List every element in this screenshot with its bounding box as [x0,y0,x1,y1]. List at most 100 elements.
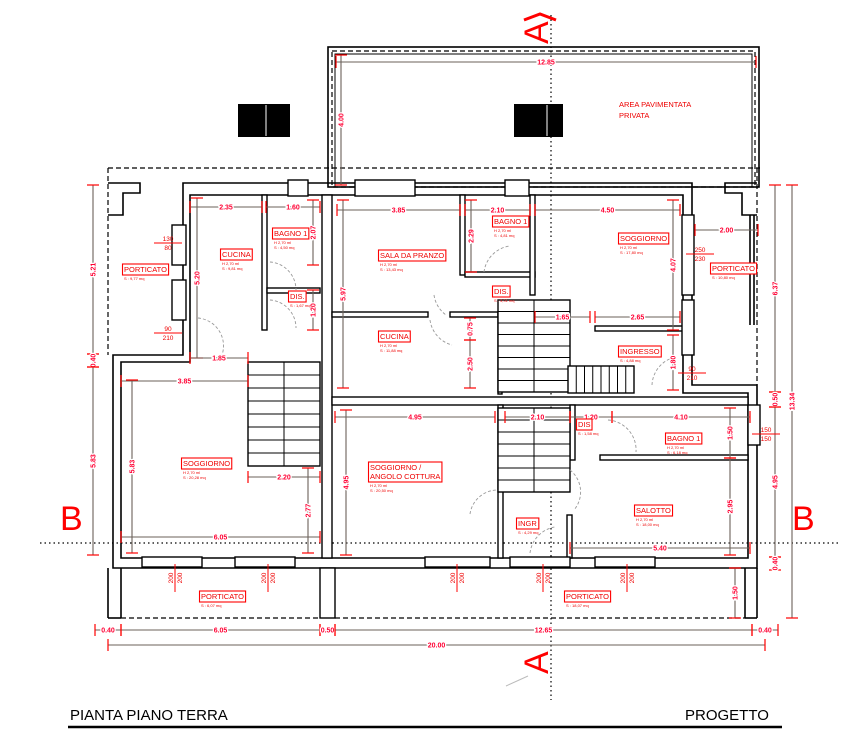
section-arrow [505,675,529,687]
dimension-label: 2.95 [728,500,735,514]
dimension-label: 2.29 [469,229,476,243]
room-area: S : 18,00 mq [636,522,659,527]
room-name: PORTICATO [566,592,609,601]
dimension-label: 1.85 [212,356,226,363]
room-label: CUCINA H 2,70 mlS : 11,88 mq [377,330,411,353]
opening-width: 200 [450,572,457,583]
dimension: 2.65 [594,311,681,323]
drawing-status: PROGETTO [685,707,769,724]
dimension-label: 4.95 [408,415,422,422]
opening-height: 200 [459,572,466,583]
room-height: H 2,70 ml [380,262,397,267]
dimension: 12.85 [335,56,757,68]
room-name: SOGGIORNO [620,234,667,243]
room-name: ANGOLO COTTURA [370,472,440,481]
dimension: 5.97 [337,199,349,389]
dimension-label: 5.20 [195,271,202,285]
dimension-label: 1.80 [671,356,678,370]
dimension: 2.35 [189,201,263,213]
room-area: S : 20,50 mq [370,488,393,493]
room-area: S : 9,77 mq [124,276,144,281]
room-name: PORTICATO [712,264,755,273]
staircase-middle-lower [497,407,571,493]
room-area: S : 4,29 mq [518,530,538,535]
private-area-label: AREA PAVIMENTATA [619,100,691,109]
dimension-label: 2.77 [306,504,313,518]
dimension: 6.05 [120,624,321,636]
dimension: 13.34 [786,184,798,619]
room-area: S : 3,31 mq [494,298,514,303]
dimension: 2.20 [247,471,321,483]
dimension-label: 1.20 [311,303,318,317]
section-label-b-left: B [60,500,83,538]
dimension-label: 5.83 [130,460,137,474]
dimension: 4.95 [334,411,496,423]
skylight-block [514,104,563,137]
dimension-label: 1.50 [728,426,735,440]
room-area: S : 9,81 mq [222,266,242,271]
opening-height: 200 [629,572,636,583]
room-area: S : 10,80 mq [712,275,735,280]
dimension-label: 0.40 [101,628,115,635]
dimension-label: 12.85 [537,60,555,67]
opening-width: 200 [536,572,543,583]
opening-height: 200 [270,572,277,583]
dimension: 4.07 [667,199,679,331]
room-label: DIS.S : 3,31 mq [491,285,514,303]
dimension: 3.85 [120,375,249,387]
room-name: SOGGIORNO / [370,463,422,472]
opening-height: 230 [695,256,706,263]
dimension-label: 1.20 [584,415,598,422]
dimension: 0.40 [87,352,99,369]
dimension-label: 5.97 [341,287,348,301]
dimension: 2.50 [464,339,476,389]
dimension: 2.07 [307,199,319,266]
section-label-a-bottom: A [518,651,556,674]
room-label: BAGNO 1H 2,70 mlS : 4,81 mq [491,215,530,238]
dimension: 12.65 [334,624,753,636]
room-name: CUCINA [380,332,409,341]
dimension-label: 0.40 [758,628,772,635]
dimension: 2.95 [724,457,736,556]
room-height: H 2,70 ml [370,483,387,488]
room-height: H 2,70 ml [494,228,511,233]
opening-width: 250 [695,247,706,254]
opening-width: 150 [761,427,772,434]
dimension: 2.29 [465,199,477,273]
room-name: BAGNO 1 [494,217,527,226]
dimension-label: 2.07 [311,226,318,240]
dimension: 0.50 [319,624,336,636]
dimension: 2.00 [694,224,759,236]
dimension-label: 0.40 [91,354,98,368]
dimension-label: 1.50 [733,586,740,600]
drawing-title: PIANTA PIANO TERRA [70,707,228,724]
windows [141,179,761,568]
room-area: S : 11,88 mq [380,348,402,353]
room-name: PORTICATO [201,592,244,601]
porch-bottom [107,567,758,619]
dimension: 1.60 [265,201,321,213]
room-height: H 2,70 ml [380,343,397,348]
dimension: 5.83 [126,379,138,554]
dimension: 2.77 [302,467,314,554]
room-label: SOGGIORNO /ANGOLO COTTURA H 2,70 mlS : 20… [367,461,443,493]
dimension-label: 0.40 [773,557,780,571]
opening-height: 150 [761,436,772,443]
section-arrow [523,12,557,22]
dimension: 0.40 [769,555,781,572]
dimension-label: 6.05 [214,535,228,542]
dimension: 4.50 [534,204,681,216]
dimension-label: 4.50 [601,208,615,215]
